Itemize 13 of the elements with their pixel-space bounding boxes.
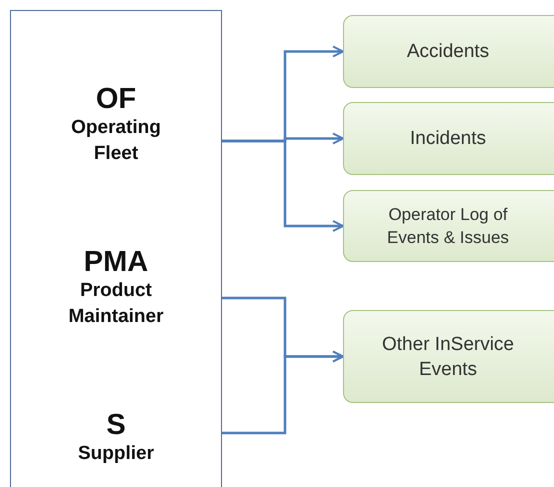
abbreviation: OF — [96, 83, 136, 115]
event-card: Incidents — [343, 102, 554, 175]
event-card: Other InService Events — [343, 310, 554, 403]
connector-arrow — [221, 140, 344, 232]
abbreviation: S — [106, 409, 126, 441]
abbreviation: PMA — [84, 246, 148, 278]
connector-arrow — [221, 350, 344, 434]
party-name: Product Maintainer — [67, 279, 165, 329]
event-card: Operator Log of Events & Issues — [343, 190, 554, 262]
party-name: Supplier — [76, 442, 155, 466]
party-name: Operating Fleet — [70, 116, 162, 166]
event-card: Accidents — [343, 15, 554, 88]
source-panel — [10, 10, 222, 487]
